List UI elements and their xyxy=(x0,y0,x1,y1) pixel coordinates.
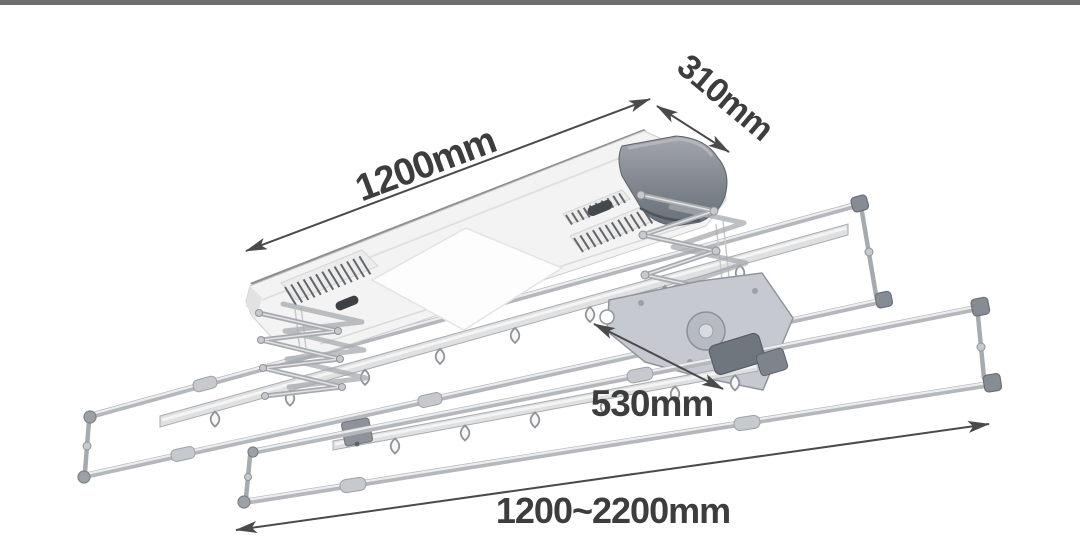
scissor-arm-left xyxy=(255,301,369,400)
dimension-rod-span: 530mm xyxy=(591,323,724,424)
top-border-bar xyxy=(0,0,1080,5)
body-vent-slot-right xyxy=(587,200,613,216)
dimension-width-range: 1200~2200mm xyxy=(235,420,990,534)
machine-body xyxy=(245,129,728,354)
width-range-label: 1200~2200mm xyxy=(496,490,730,531)
led-light-panel xyxy=(370,227,564,331)
rod-span-label: 530mm xyxy=(591,383,714,424)
body-vent-slot xyxy=(335,295,359,311)
vent-grille-left xyxy=(280,249,379,306)
depth-label: 310mm xyxy=(670,47,780,148)
